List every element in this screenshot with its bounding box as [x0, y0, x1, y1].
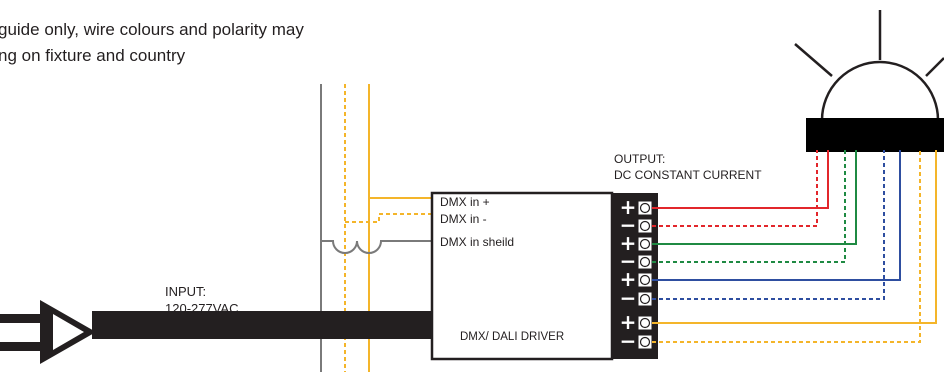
terminal-screw — [639, 336, 651, 348]
output-title: OUTPUT: — [614, 152, 665, 166]
wire-dmx-plus — [368, 197, 432, 205]
terminal-sign: + — [620, 310, 637, 334]
driver-dmx-minus-label: DMX in - — [440, 212, 487, 226]
terminal-sign: − — [620, 213, 637, 237]
terminal-sign: − — [620, 249, 637, 273]
plug-icon — [0, 300, 96, 364]
terminal-screw — [639, 317, 651, 329]
output-wire — [652, 150, 857, 245]
wire-dmx-shield — [321, 240, 432, 254]
terminal-sign: − — [620, 329, 637, 353]
input-title: INPUT: — [165, 284, 206, 299]
driver-dmx-plus-label: DMX in + — [440, 195, 490, 209]
driver-box — [430, 191, 614, 361]
output-type: DC CONSTANT CURRENT — [614, 168, 762, 182]
wire-dmx-minus — [345, 213, 432, 223]
driver-dmx-shield-label: DMX in sheild — [440, 235, 514, 249]
output-wire — [652, 150, 846, 263]
terminal-screw — [639, 256, 651, 268]
output-wire — [652, 150, 885, 300]
fixture-bar — [806, 118, 944, 152]
terminal-sign: + — [620, 267, 637, 291]
terminal-sign: − — [620, 286, 637, 310]
output-wire — [652, 150, 901, 281]
note-line-1: guide only, wire colours and polarity ma… — [0, 20, 304, 39]
output-wire — [652, 150, 937, 324]
bulb-dome — [820, 60, 940, 121]
output-wire — [652, 150, 829, 209]
terminal-screw — [639, 202, 651, 214]
terminal-screw — [639, 274, 651, 286]
output-wire — [652, 150, 921, 343]
driver-name: DMX/ DALI DRIVER — [460, 331, 564, 343]
output-wires — [652, 150, 937, 343]
terminal-pins: +−+−+−+− — [620, 195, 653, 353]
note-line-2: ng on fixture and country — [0, 46, 186, 65]
terminal-sign: + — [620, 195, 637, 219]
input-voltage: 120-277VAC — [165, 301, 238, 316]
ray-right — [925, 57, 944, 77]
output-wire — [652, 150, 818, 227]
ray-left — [794, 43, 833, 77]
terminal-sign: + — [620, 231, 637, 255]
terminal-screw — [639, 220, 651, 232]
light-fixture — [794, 10, 944, 152]
input-cable — [92, 311, 435, 339]
terminal-screw — [639, 238, 651, 250]
terminal-screw — [639, 293, 651, 305]
